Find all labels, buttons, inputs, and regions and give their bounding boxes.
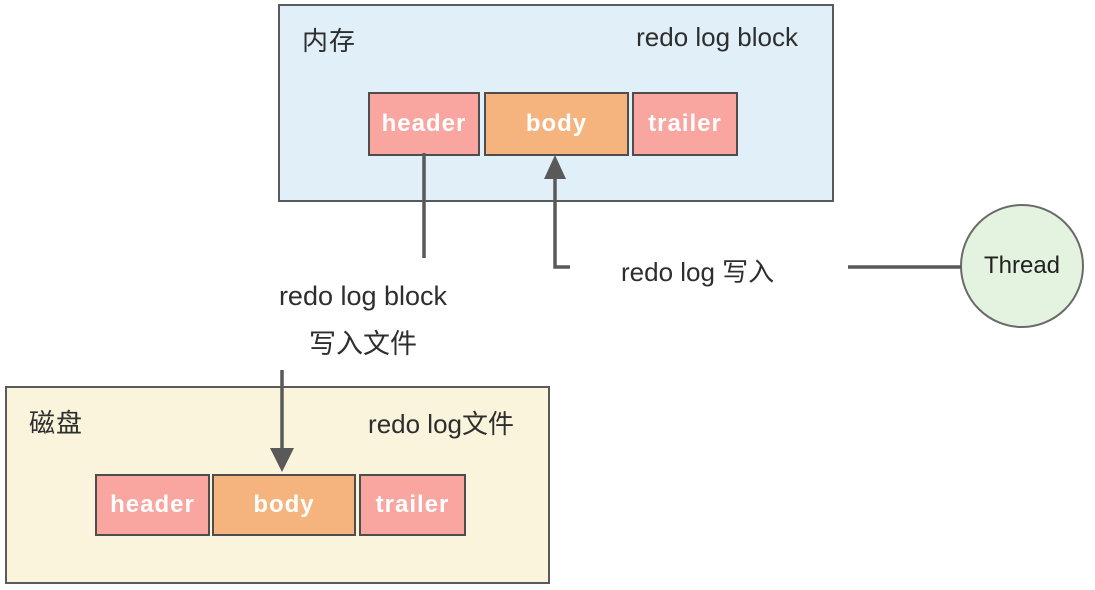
- redo-log-write-label: redo log 写入: [621, 257, 775, 287]
- memory-header-block: header: [368, 92, 480, 156]
- memory-box-title: redo log block: [636, 22, 798, 52]
- flush-to-file-label-line2: 写入文件: [309, 329, 417, 359]
- flush-to-file-label-line1: redo log block: [278, 281, 448, 311]
- memory-trailer-block: trailer: [632, 92, 738, 156]
- flush-to-file-label: redo log block 写入文件: [248, 272, 478, 368]
- memory-box: 内存 redo log block header body trailer: [278, 4, 834, 202]
- disk-body-block: body: [212, 474, 356, 536]
- disk-box: 磁盘 redo log文件 header body trailer: [5, 386, 550, 584]
- thread-label: Thread: [983, 252, 1061, 279]
- disk-box-title: redo log文件: [368, 409, 514, 439]
- disk-trailer-block: trailer: [359, 474, 466, 536]
- disk-box-label: 磁盘: [29, 408, 84, 438]
- memory-box-label: 内存: [302, 26, 357, 56]
- memory-body-block: body: [484, 92, 629, 156]
- disk-header-block: header: [95, 474, 210, 536]
- thread-circle: Thread: [960, 204, 1084, 328]
